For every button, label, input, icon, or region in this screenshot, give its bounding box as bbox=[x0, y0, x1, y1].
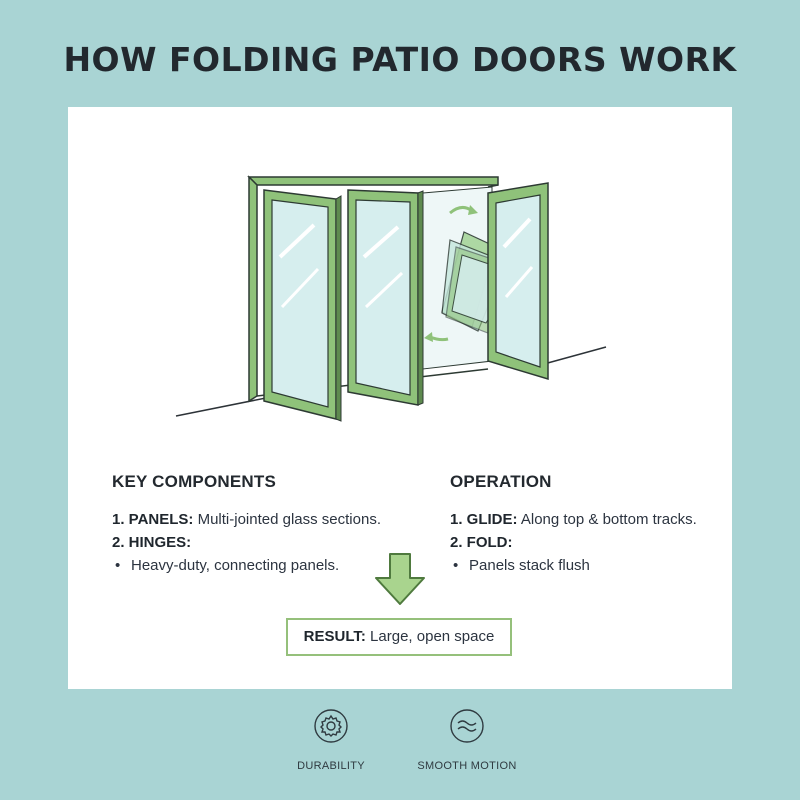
operation-item-1: 1. GLIDE: Along top & bottom tracks. bbox=[450, 508, 750, 531]
result-box: RESULT: Large, open space bbox=[286, 618, 512, 656]
operation-heading: OPERATION bbox=[450, 472, 552, 491]
down-arrow-icon bbox=[375, 553, 425, 605]
result-text: Large, open space bbox=[365, 628, 495, 645]
bullet-text: Panels stack flush bbox=[469, 557, 590, 574]
key-components-section: KEY COMPONENTS 1. PANELS: Multi-jointed … bbox=[112, 472, 412, 577]
result-label: RESULT: bbox=[303, 628, 366, 645]
item-label: 1. GLIDE: bbox=[450, 511, 518, 528]
key-components-item-2: 2. HINGES: bbox=[112, 531, 412, 554]
content-panel: KEY COMPONENTS 1. PANELS: Multi-jointed … bbox=[68, 107, 732, 689]
wave-icon bbox=[450, 709, 484, 743]
item-label: 1. PANELS: bbox=[112, 511, 194, 528]
item-text: Along top & bottom tracks. bbox=[517, 511, 697, 528]
operation-bullet: • Panels stack flush bbox=[450, 554, 750, 577]
feature-smooth-motion: SMOOTH MOTION bbox=[387, 708, 547, 772]
feature-label: DURABILITY bbox=[297, 760, 365, 772]
key-components-heading: KEY COMPONENTS bbox=[112, 472, 277, 491]
item-text: Multi-jointed glass sections. bbox=[193, 511, 381, 528]
floor-line-right bbox=[543, 346, 607, 365]
key-components-bullet: • Heavy-duty, connecting panels. bbox=[112, 554, 412, 577]
item-label: 2. HINGES: bbox=[112, 534, 192, 551]
bullet-dot: • bbox=[115, 557, 121, 574]
door-panel-2 bbox=[347, 189, 424, 406]
gear-icon bbox=[314, 709, 348, 743]
item-label: 2. FOLD: bbox=[450, 534, 513, 551]
feature-label: SMOOTH MOTION bbox=[417, 760, 517, 772]
floor-line-left bbox=[175, 395, 277, 417]
door-panel-3 bbox=[487, 182, 549, 381]
bullet-dot: • bbox=[453, 557, 459, 574]
page-title: HOW FOLDING PATIO DOORS WORK bbox=[63, 40, 737, 79]
door-panel-1 bbox=[263, 189, 342, 422]
feature-durability: DURABILITY bbox=[251, 708, 411, 772]
key-components-item-1: 1. PANELS: Multi-jointed glass sections. bbox=[112, 508, 412, 531]
operation-section: OPERATION 1. GLIDE: Along top & bottom t… bbox=[450, 472, 750, 577]
bullet-text: Heavy-duty, connecting panels. bbox=[131, 557, 340, 574]
operation-item-2: 2. FOLD: bbox=[450, 531, 750, 554]
folding-door-illustration bbox=[175, 175, 607, 422]
